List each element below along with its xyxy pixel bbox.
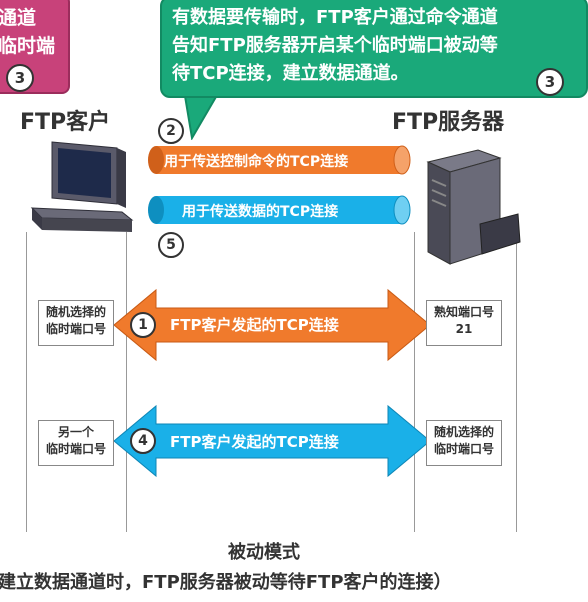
client-title: FTP客户 — [20, 110, 111, 135]
step-1-badge: 1 — [130, 312, 156, 338]
callout-left-line1: 通道 — [0, 7, 37, 29]
server-port-1-line1: 熟知端口号 — [433, 305, 494, 319]
arrow-1-label: FTP客户发起的TCP连接 — [170, 316, 339, 334]
callout-left-step-badge: 3 — [6, 64, 34, 92]
step-2-badge: 2 — [158, 118, 184, 144]
client-port-box-2: 另一个 临时端口号 — [38, 420, 114, 466]
client-lifeline-left — [26, 232, 27, 532]
server-icon — [426, 149, 521, 265]
computer-icon — [30, 141, 134, 232]
server-port-box-2: 随机选择的 临时端口号 — [426, 420, 502, 466]
server-port-box-1: 熟知端口号 21 — [426, 300, 502, 346]
server-lifeline-right — [516, 232, 517, 532]
step-5-badge: 5 — [158, 232, 184, 258]
server-lifeline-left — [414, 232, 415, 532]
footer-title: 被动模式 — [228, 542, 300, 563]
data-pipe — [148, 195, 411, 225]
arrow-4-label: FTP客户发起的TCP连接 — [170, 433, 339, 451]
control-pipe-label: 用于传送控制命令的TCP连接 — [164, 154, 349, 170]
server-port-2-line2: 临时端口号 — [433, 442, 494, 456]
client-port-1-line2: 临时端口号 — [45, 322, 106, 336]
step-4-badge: 4 — [130, 428, 156, 454]
callout-right: 有数据要传输时，FTP客户通过命令通道 告知FTP服务器开启某个临时端口被动等 … — [160, 0, 588, 98]
server-port-2-line1: 随机选择的 — [433, 425, 494, 439]
client-port-2-line2: 临时端口号 — [45, 442, 106, 456]
control-pipe — [148, 145, 411, 175]
callout-right-line1: 有数据要传输时，FTP客户通过命令通道 — [172, 7, 498, 28]
client-port-box-1: 随机选择的 临时端口号 — [38, 300, 114, 346]
callout-left-line2: 临时端 — [0, 35, 56, 57]
client-port-2-line1: 另一个 — [57, 425, 94, 439]
footer-subtitle: 建立数据通道时，FTP服务器被动等待FTP客户的连接） — [0, 572, 452, 593]
data-pipe-label: 用于传送数据的TCP连接 — [182, 204, 339, 220]
callout-left: 通道 临时端 3 — [0, 0, 70, 94]
server-port-1-line2: 21 — [455, 322, 473, 336]
client-lifeline-right — [126, 232, 127, 532]
callout-right-line2: 告知FTP服务器开启某个临时端口被动等 — [172, 35, 498, 56]
callout-right-line3: 待TCP连接，建立数据通道。 — [172, 63, 409, 84]
callout-pointer — [182, 90, 222, 140]
callout-right-step-badge: 3 — [536, 68, 564, 96]
client-port-1-line1: 随机选择的 — [45, 305, 106, 319]
server-title: FTP服务器 — [392, 110, 505, 135]
